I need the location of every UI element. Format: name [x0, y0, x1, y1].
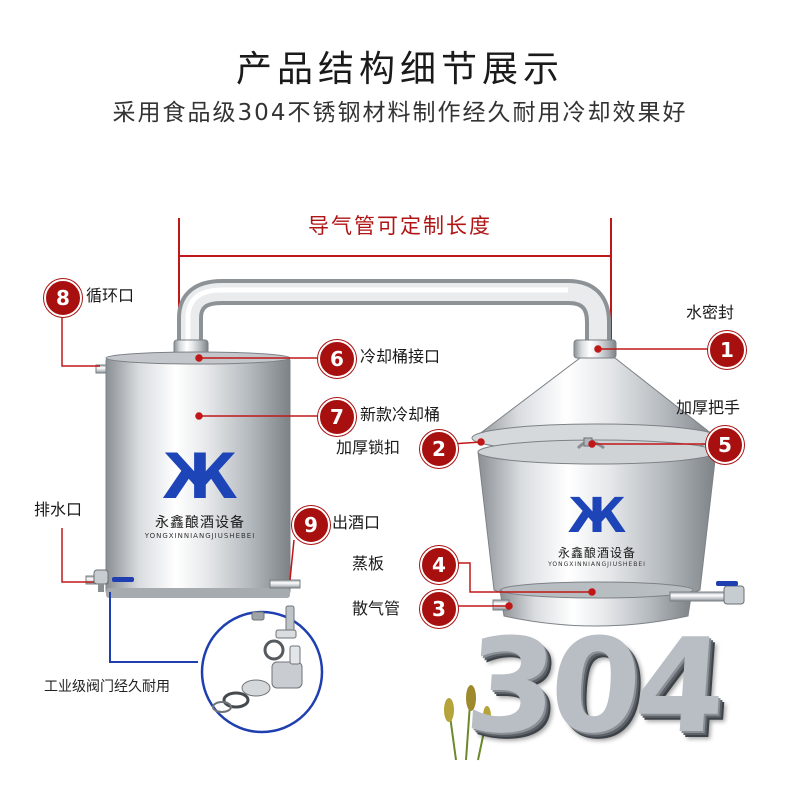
barrel-brand-mark: Ж 永鑫酿酒设备 YONGXINNIANGJIUSHEBEI — [120, 440, 280, 550]
callout-label-vent-pipe: 散气管 — [352, 599, 401, 618]
callout-label-barrel-interface: 冷却桶接口 — [360, 347, 441, 366]
valve-note-label: 工业级阀门经久耐用 — [44, 679, 170, 695]
brand-logo-icon: Ж — [567, 488, 627, 544]
grain-decoration — [444, 685, 491, 761]
callout-number-7: 7 — [318, 398, 356, 436]
valve-parts — [212, 605, 303, 713]
brand-name: 永鑫酿酒设备 — [155, 515, 245, 531]
callout-number-5: 5 — [706, 426, 744, 464]
callout-label-steam-plate: 蒸板 — [352, 554, 385, 573]
valve-detail-inset — [109, 592, 324, 734]
brand-pinyin: YONGXINNIANGJIUSHEBEI — [144, 532, 256, 540]
callout-label-circulation-port: 循环口 — [86, 286, 135, 305]
drain-port-label: 排水口 — [34, 500, 83, 519]
still-pot — [471, 357, 745, 627]
callout-number-9: 9 — [292, 506, 330, 544]
callout-label-water-seal: 水密封 — [686, 303, 735, 322]
material-304-badge: 304 — [460, 610, 725, 762]
callout-number-2: 2 — [420, 430, 458, 468]
callout-label-cooling-barrel: 新款冷却桶 — [360, 405, 441, 424]
page-subtitle: 采用食品级304不锈钢材料制作经久耐用冷却效果好 — [112, 100, 688, 126]
pot-brand-mark: Ж 永鑫酿酒设备 YONGXINNIANGJIUSHEBEI — [522, 488, 672, 578]
callout-number-6: 6 — [318, 340, 356, 378]
brand-name: 永鑫酿酒设备 — [557, 546, 636, 560]
callout-number-4: 4 — [420, 546, 458, 584]
callout-label-thick-lock: 加厚锁扣 — [336, 438, 401, 457]
brand-pinyin: YONGXINNIANGJIUSHEBEI — [548, 561, 646, 568]
gas-pipe — [173, 279, 617, 359]
callout-number-8: 8 — [44, 279, 82, 317]
callout-number-3: 3 — [420, 590, 458, 628]
gas-pipe-length-label: 导气管可定制长度 — [308, 214, 492, 238]
callout-label-liquor-outlet: 出酒口 — [332, 513, 381, 532]
callout-label-thick-handle: 加厚把手 — [676, 398, 741, 417]
callout-number-1: 1 — [708, 331, 746, 369]
page-title: 产品结构细节展示 — [235, 49, 564, 90]
brand-logo-icon: Ж — [162, 440, 238, 513]
